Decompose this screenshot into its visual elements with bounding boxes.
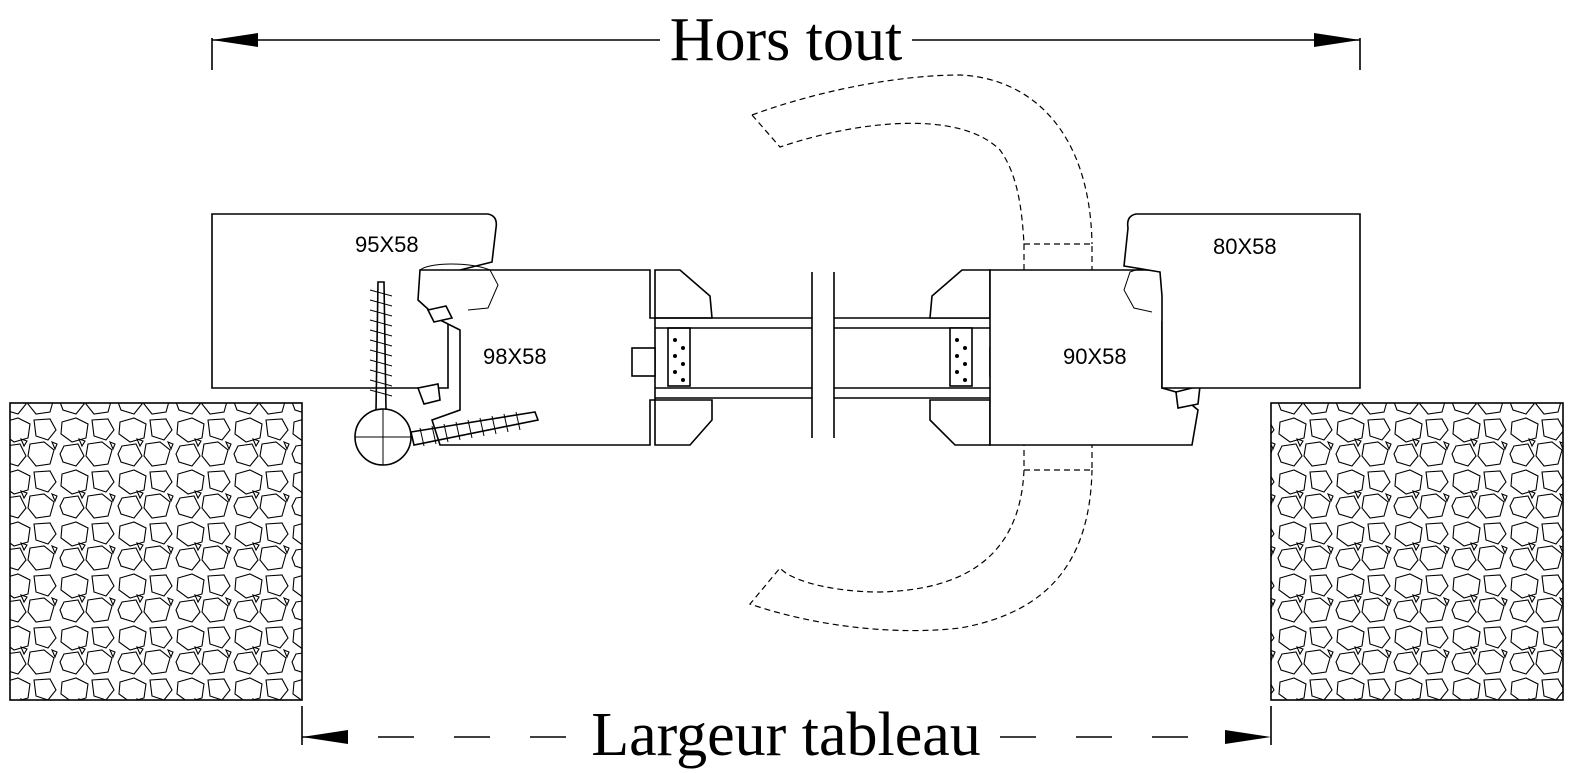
left-hinge: [354, 281, 540, 466]
left-frame: 95X58: [211, 213, 498, 389]
right-stone-wall: [1270, 402, 1564, 701]
left-stone-wall: [9, 402, 303, 701]
right-glazing: [929, 269, 1014, 446]
arrow-right-icon: [1314, 33, 1360, 47]
right-sash-label: 90X58: [1063, 344, 1127, 369]
left-frame-label: 95X58: [355, 232, 419, 257]
left-sash: 98X58: [416, 263, 656, 446]
spacer-bar-icon: [949, 327, 973, 387]
arrow-left-icon: [302, 730, 348, 744]
left-sash-label: 98X58: [483, 344, 547, 369]
overall-dimension-label: Hors tout: [670, 6, 903, 74]
arrow-right-icon: [1225, 730, 1271, 744]
right-sash: 90X58: [989, 265, 1206, 446]
arrow-left-icon: [212, 33, 258, 47]
seal-icon: [426, 305, 454, 323]
right-frame-label: 80X58: [1213, 234, 1277, 259]
spacer-bar-icon: [667, 327, 691, 387]
seal-icon: [1175, 384, 1201, 409]
overall-dimension: Hors tout: [211, 6, 1361, 74]
seal-icon: [416, 383, 441, 405]
right-frame: 80X58: [1123, 213, 1361, 389]
opening-dimension-label: Largeur tableau: [591, 701, 981, 769]
left-glazing: [631, 269, 713, 446]
opening-dimension: Largeur tableau: [301, 701, 1272, 769]
